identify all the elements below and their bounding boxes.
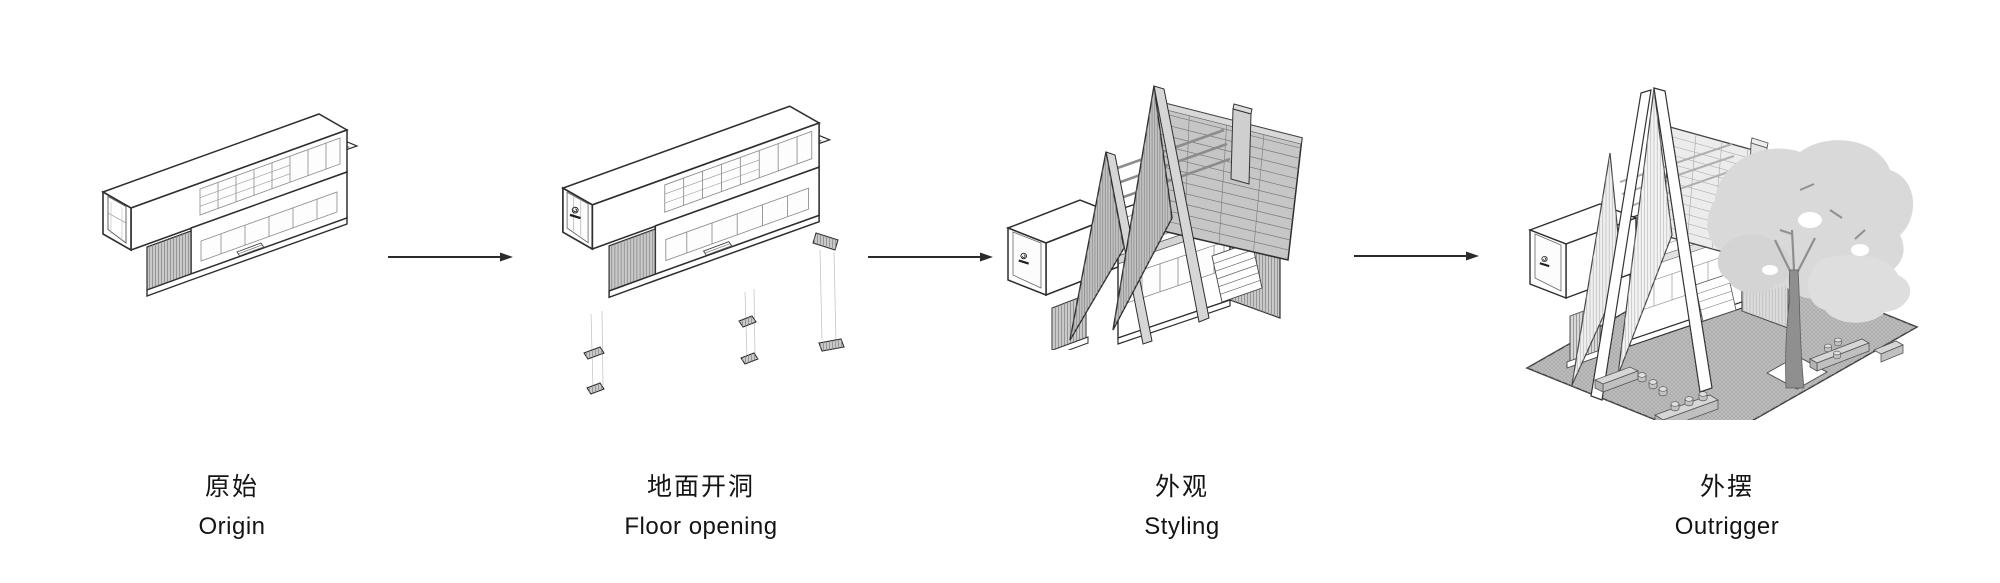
axonometric-floor-opening-drawing bbox=[540, 105, 845, 395]
outdoor-furniture bbox=[1593, 337, 1904, 420]
step-label-en: Floor opening bbox=[624, 513, 778, 540]
step-label-zh: 地面开洞 bbox=[646, 473, 755, 501]
tree-trunk bbox=[1774, 229, 1816, 389]
arrow-right-icon bbox=[386, 247, 516, 272]
step-label-en: Outrigger bbox=[1674, 513, 1780, 540]
figure-styling bbox=[1000, 60, 1340, 350]
axonometric-styling-drawing bbox=[1005, 85, 1303, 350]
step-label-zh: 外观 bbox=[1154, 473, 1209, 501]
step-label-styling: 外观 Styling bbox=[1022, 472, 1342, 542]
axonometric-outrigger-drawing bbox=[1525, 87, 1919, 420]
arrow-right-icon bbox=[866, 247, 996, 272]
step-label-en: Origin bbox=[198, 513, 266, 540]
step-label-zh: 原始 bbox=[204, 473, 259, 501]
axonometric-origin-drawing bbox=[102, 113, 358, 297]
tree-foliage bbox=[1707, 140, 1914, 323]
step-label-en: Styling bbox=[1144, 513, 1220, 540]
step-label-origin: 原始 Origin bbox=[72, 472, 392, 542]
figure-origin bbox=[85, 110, 385, 320]
figure-floor-opening bbox=[540, 100, 880, 410]
figure-outrigger bbox=[1470, 70, 1930, 420]
step-label-floor-opening: 地面开洞 Floor opening bbox=[541, 472, 861, 542]
step-label-zh: 外摆 bbox=[1699, 473, 1754, 501]
arrow-right-icon bbox=[1352, 246, 1482, 271]
step-label-outrigger: 外摆 Outrigger bbox=[1567, 472, 1887, 542]
